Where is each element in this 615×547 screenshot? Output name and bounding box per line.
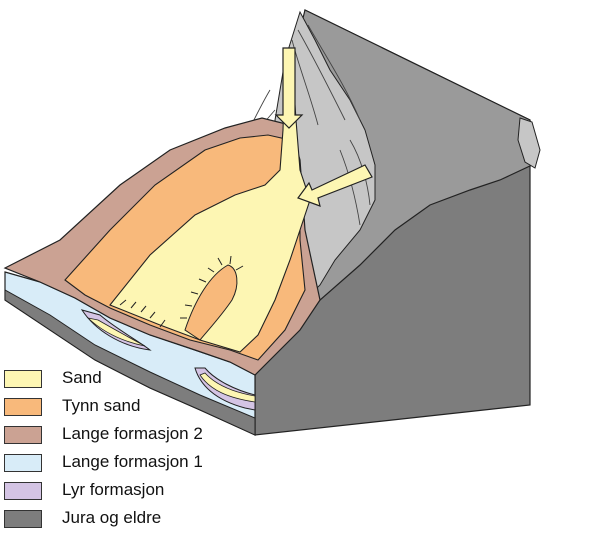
legend-swatch-lange1 (4, 454, 42, 472)
channel-hachures (119, 299, 166, 328)
legend-label: Tynn sand (62, 396, 141, 415)
legend-label: Lange formasjon 2 (62, 424, 203, 443)
legend-swatch-jura (4, 510, 42, 528)
legend-label: Lyr formasjon (62, 480, 165, 499)
surface-sand (109, 59, 311, 353)
legend-swatch-thin-sand (4, 398, 42, 416)
sand-lobe-tongue (184, 264, 238, 341)
lobe-hachures (180, 255, 244, 319)
section-jura-base (4, 289, 256, 436)
right-channel-sand (199, 372, 256, 403)
legend-label: Jura og eldre (62, 508, 162, 527)
legend-label: Sand (62, 368, 102, 387)
legend-swatch-lange2 (4, 426, 42, 444)
flow-arrow-north (274, 47, 304, 129)
left-channel-sand (86, 317, 146, 347)
flow-arrow-east (297, 164, 373, 207)
legend-label: Lange formasjon 1 (62, 452, 203, 471)
legend-swatch-lyr (4, 482, 42, 500)
jura-cliff-top (517, 117, 541, 169)
legend-swatch-sand (4, 370, 42, 388)
